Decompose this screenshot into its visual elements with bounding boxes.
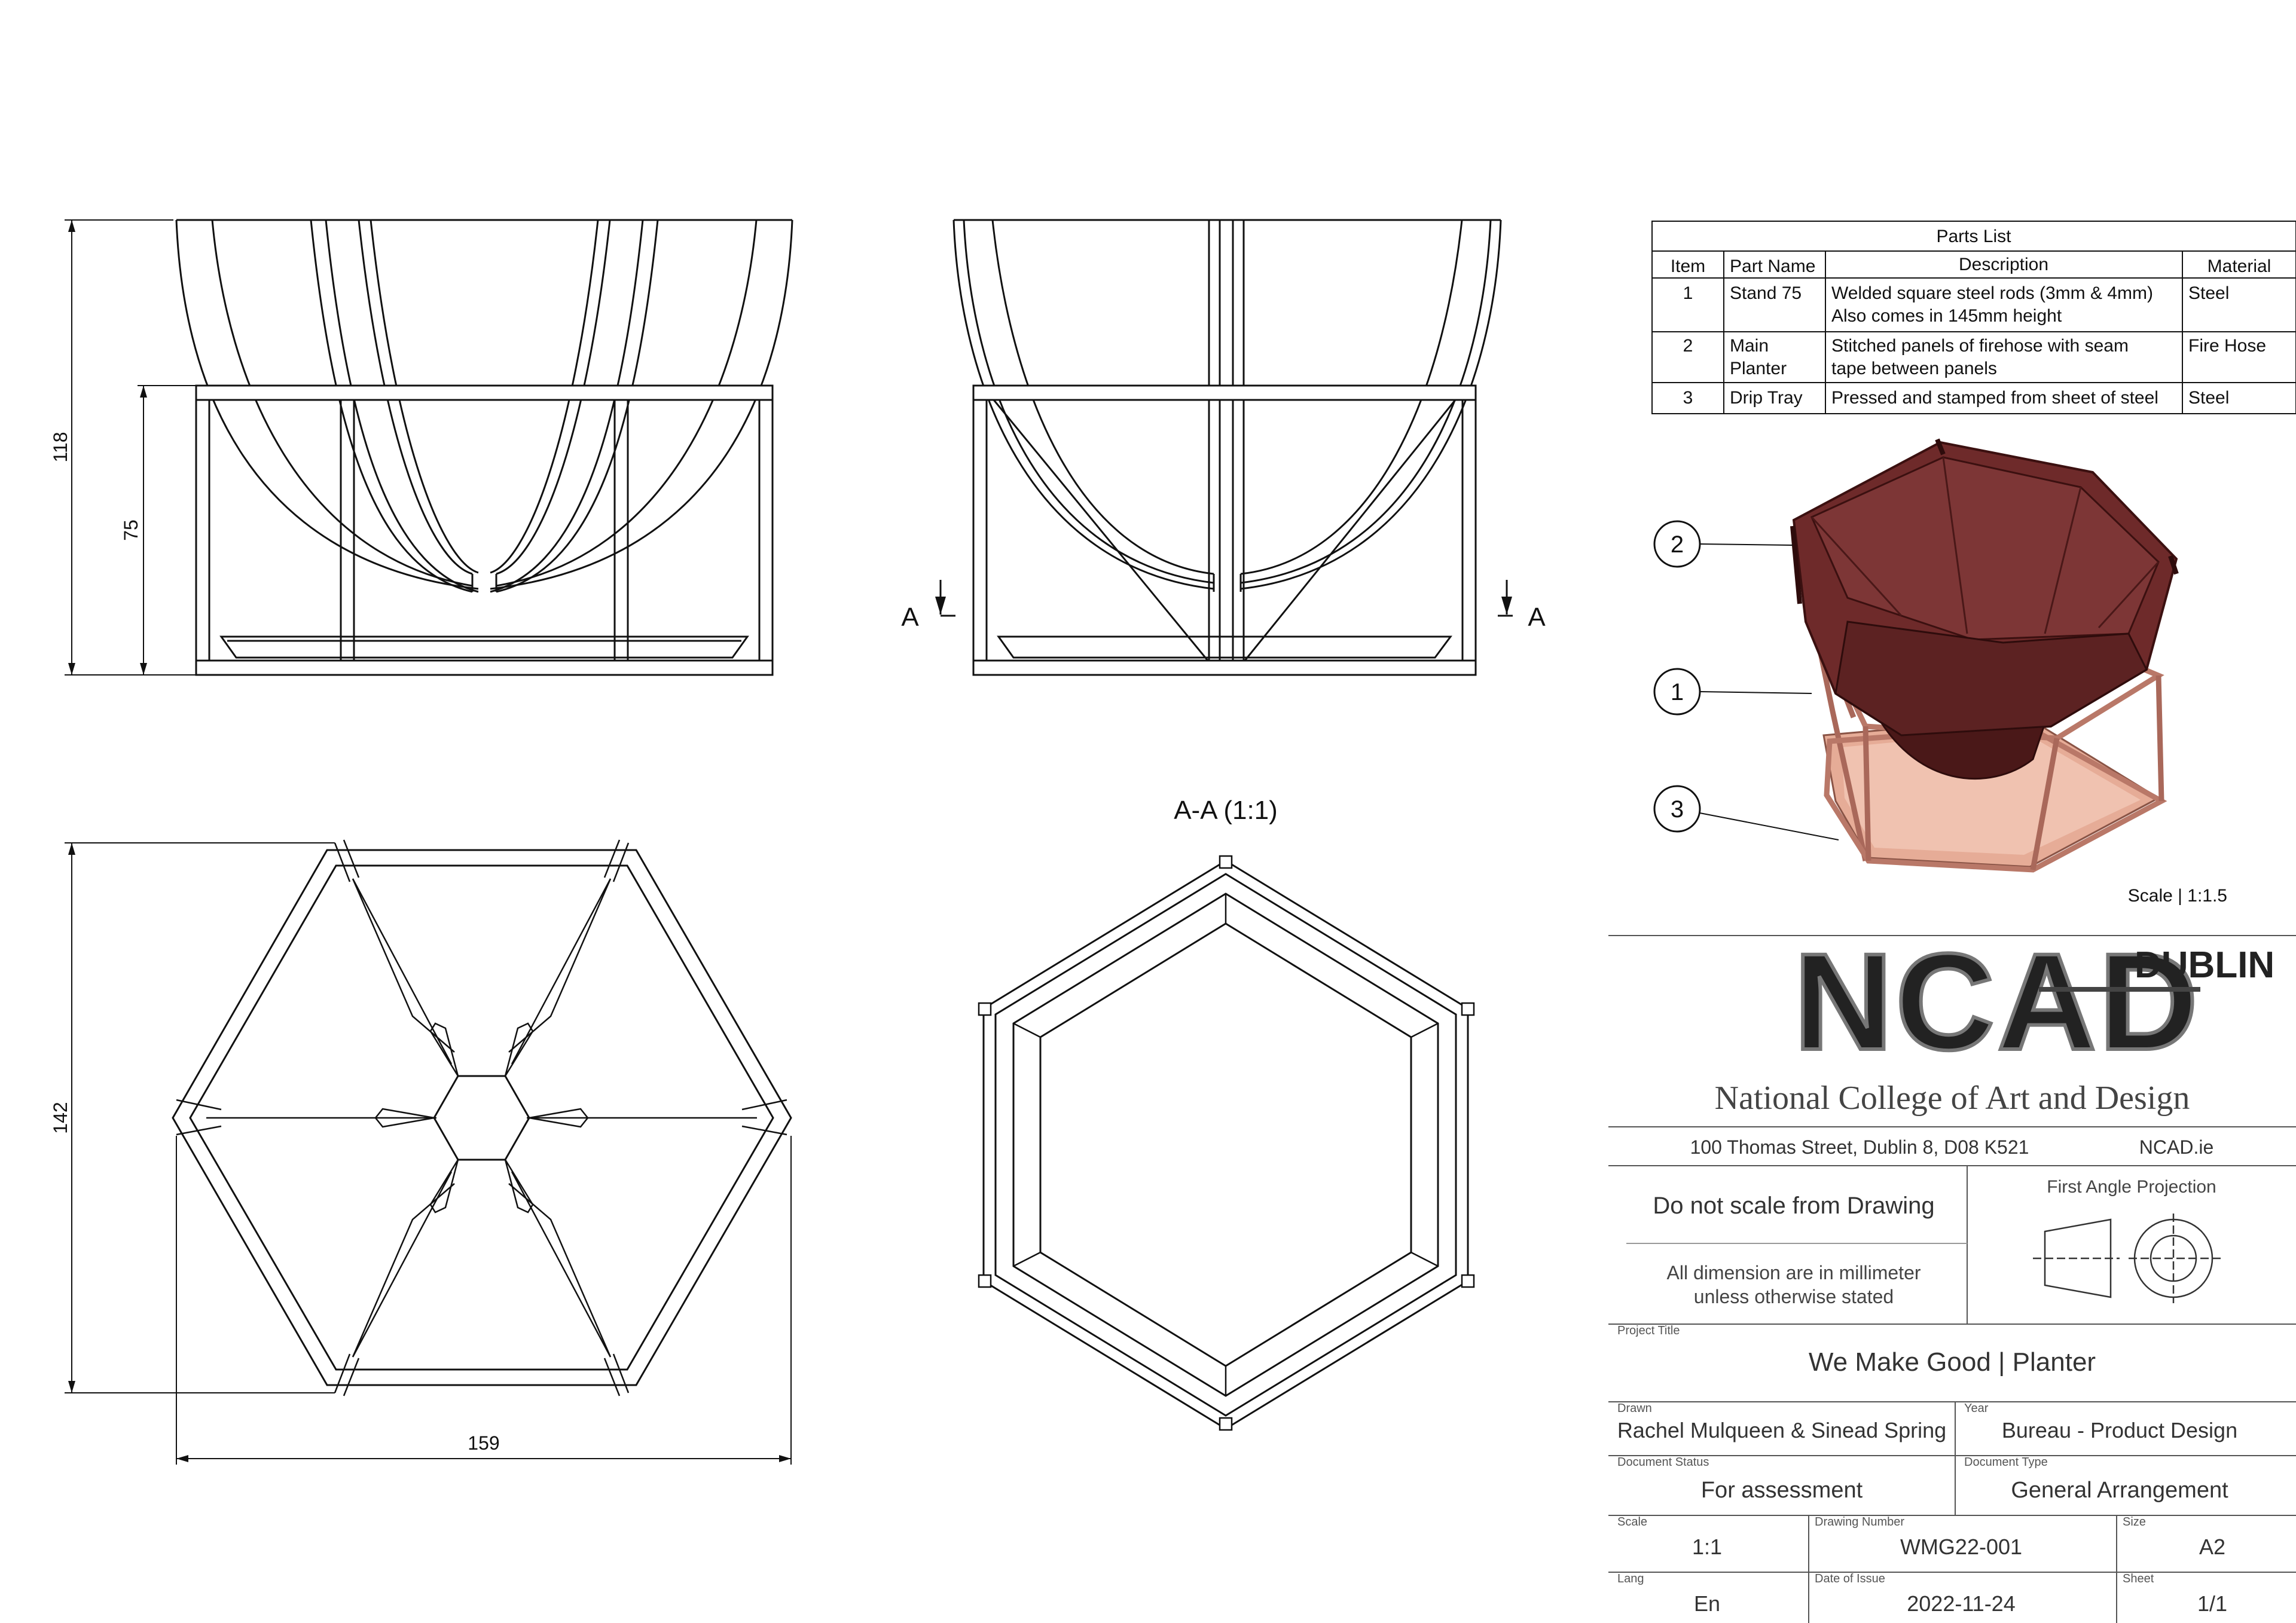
drawn-value: Rachel Mulqueen & Sinead Spring <box>1617 1418 1946 1442</box>
front-view-dimensions <box>65 219 196 676</box>
institution-name: National College of Art and Design <box>1715 1080 2190 1117</box>
balloon-2-label: 2 <box>1671 531 1684 558</box>
section-marker-left: A <box>901 603 919 632</box>
section-inner-rim <box>994 873 1457 1417</box>
scale-warning: Do not scale from Drawing <box>1653 1193 1934 1219</box>
year-value: Bureau - Product Design <box>2002 1418 2237 1442</box>
dimension-overall-height: 118 <box>50 432 71 462</box>
top-view <box>172 839 792 1396</box>
iso-scale-label: Scale | 1:1.5 <box>2128 886 2227 906</box>
units-note-2: unless otherwise stated <box>1694 1286 1894 1307</box>
section-tray-floor <box>1039 922 1412 1367</box>
parts-list-header-name: Part Name <box>1730 256 1815 276</box>
drawing-number-value: WMG22-001 <box>1900 1535 2022 1559</box>
label-date-of-issue: Date of Issue <box>1815 1572 1885 1585</box>
title-block-lines <box>1608 935 2296 1623</box>
front-view <box>175 219 793 676</box>
project-title-value: We Make Good | Planter <box>1809 1347 2096 1377</box>
top-view-inner-frame <box>189 864 774 1371</box>
parts-row-2-name: Main <box>1730 336 1769 356</box>
ncad-logo-text: NCAD <box>1794 925 2200 1078</box>
dimension-top-width: 159 <box>468 1432 499 1454</box>
balloon-3-label: 3 <box>1671 796 1684 823</box>
section-marker-right: A <box>1528 603 1546 632</box>
label-year: Year <box>1964 1402 1989 1415</box>
top-view-dimensions <box>65 842 792 1465</box>
parts-row-1-description: Welded square steel rods (3mm & 4mm) <box>1831 283 2153 303</box>
ncad-logo: NCAD DUBLIN <box>1792 923 2274 1080</box>
parts-row-2-item: 2 <box>1683 336 1693 356</box>
units-note-1: All dimension are in millimeter <box>1666 1262 1921 1283</box>
parts-list-header-item: Item <box>1671 256 1705 276</box>
parts-list-header-description: Description <box>1959 255 2048 274</box>
parts-row-1-name: Stand 75 <box>1730 283 1802 303</box>
label-size: Size <box>2123 1515 2146 1529</box>
section-view <box>978 855 1475 1431</box>
parts-list-header-material: Material <box>2208 256 2271 276</box>
parts-row-1-description-2: Also comes in 145mm height <box>1831 306 2062 326</box>
side-view-planter <box>952 219 1502 661</box>
language-value: En <box>1694 1591 1720 1616</box>
side-view <box>952 219 1502 676</box>
label-project-title: Project Title <box>1617 1324 1680 1337</box>
parts-row-1-material: Steel <box>2188 283 2229 303</box>
balloon-3 <box>1653 785 1701 833</box>
label-language: Lang <box>1617 1572 1644 1585</box>
date-of-issue-value: 2022-11-24 <box>1907 1591 2015 1616</box>
front-view-planter <box>175 219 793 593</box>
parts-row-2-description: Stitched panels of firehose with seam <box>1831 336 2129 356</box>
title-block-values: We Make Good | Planter Rachel Mulqueen &… <box>1617 1347 2237 1616</box>
ncad-logo-sub: DUBLIN <box>2135 945 2274 986</box>
label-document-type: Document Type <box>1964 1456 2048 1469</box>
parts-list-text: Parts List Item Part Name Description Ma… <box>1671 227 2271 408</box>
parts-row-2-description-2: tape between panels <box>1831 359 1997 378</box>
section-cut-markers <box>935 580 1513 617</box>
parts-row-1-item: 1 <box>1683 283 1693 303</box>
scale-value: 1:1 <box>1692 1535 1722 1559</box>
top-view-outer-frame <box>172 849 792 1386</box>
parts-row-3-name: Drip Tray <box>1730 388 1803 408</box>
label-scale: Scale <box>1617 1515 1647 1529</box>
front-view-stand <box>195 384 774 676</box>
iso-planter-inner <box>1810 456 2160 641</box>
top-view-planter-base <box>433 1075 530 1161</box>
balloon-1-label: 1 <box>1671 679 1684 705</box>
projection-label: First Angle Projection <box>2047 1177 2216 1197</box>
institution-address: 100 Thomas Street, Dublin 8, D08 K521 <box>1690 1136 2029 1158</box>
title-block-labels: Project Title Drawn Year Document Status… <box>1617 1324 2154 1585</box>
document-type-value: General Arrangement <box>2011 1478 2228 1503</box>
section-corner-posts <box>978 855 1475 1431</box>
label-sheet: Sheet <box>2123 1572 2154 1585</box>
parts-row-2-material: Fire Hose <box>2188 336 2266 356</box>
isometric-render <box>1790 438 2179 873</box>
institution-website: NCAD.ie <box>2139 1136 2213 1158</box>
parts-row-2-name-2: Planter <box>1730 359 1787 378</box>
parts-list-table <box>1651 221 2296 414</box>
label-drawn: Drawn <box>1617 1402 1652 1415</box>
side-view-stand <box>972 384 1477 676</box>
parts-list-title: Parts List <box>1936 227 2011 246</box>
top-view-center-fins <box>374 1022 589 1214</box>
section-view-title: A-A (1:1) <box>1174 796 1278 825</box>
top-view-corner-posts <box>176 839 787 1396</box>
parts-row-3-item: 3 <box>1683 388 1693 408</box>
label-drawing-number: Drawing Number <box>1815 1515 1904 1529</box>
section-outer-rim <box>982 860 1469 1430</box>
first-angle-projection-symbol <box>2033 1214 2221 1303</box>
dimension-stand-height: 75 <box>120 519 142 541</box>
section-bevel-lines <box>1013 894 1439 1396</box>
parts-row-3-description: Pressed and stamped from sheet of steel <box>1831 388 2158 408</box>
iso-planter-bottom <box>1870 704 2047 780</box>
top-view-planter-ribs <box>206 878 757 1358</box>
iso-balloons <box>1653 520 1839 840</box>
sheet-value: 1/1 <box>2197 1591 2227 1616</box>
document-status-value: For assessment <box>1701 1478 1863 1503</box>
parts-row-3-material: Steel <box>2188 388 2229 408</box>
label-document-status: Document Status <box>1617 1456 1709 1469</box>
size-value: A2 <box>2199 1535 2225 1559</box>
section-tray-wall <box>1012 893 1439 1397</box>
dimension-top-depth: 142 <box>50 1102 71 1133</box>
